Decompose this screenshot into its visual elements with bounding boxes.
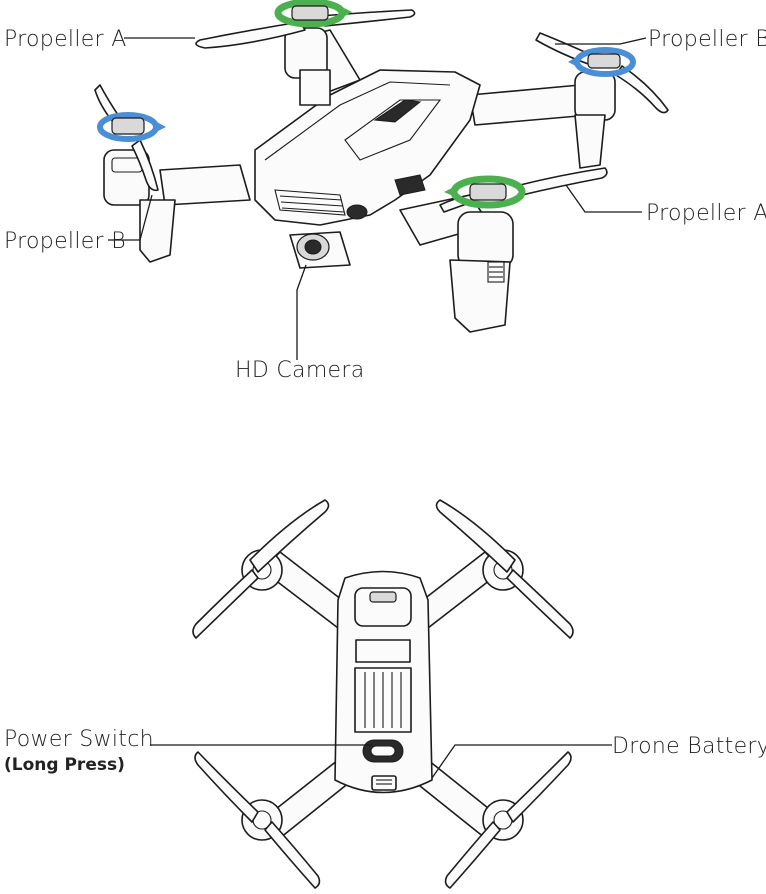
camera-housing bbox=[354, 587, 412, 627]
arm-front-left bbox=[159, 164, 251, 206]
label-long-press: (Long Press) bbox=[4, 755, 125, 775]
label-power-switch: Power Switch bbox=[4, 727, 154, 752]
propeller-b-rear-right bbox=[568, 47, 636, 77]
label-drone-battery: Drone Battery bbox=[612, 734, 766, 759]
propeller-blade bbox=[506, 569, 574, 639]
motor-front-right bbox=[449, 211, 514, 333]
motor-front-left bbox=[103, 149, 176, 263]
motor-rear-left bbox=[284, 27, 331, 106]
arrow-head-icon bbox=[568, 56, 580, 68]
drone-perspective-view bbox=[94, 0, 669, 333]
propeller-blade bbox=[319, 9, 416, 27]
hd-camera bbox=[289, 231, 351, 269]
propeller-blade bbox=[506, 751, 572, 823]
label-hd-camera: HD Camera bbox=[235, 358, 365, 383]
propeller-blade bbox=[192, 569, 259, 639]
label-propeller-a-top: Propeller A bbox=[4, 27, 127, 52]
drone-body bbox=[254, 69, 481, 226]
arrow-head-icon bbox=[338, 6, 352, 20]
propeller-a-rear-left bbox=[274, 0, 352, 28]
propeller-blade bbox=[615, 65, 669, 114]
propeller-blade bbox=[195, 21, 306, 49]
propeller-blade bbox=[131, 139, 159, 192]
arm-rear-right bbox=[469, 84, 591, 126]
battery-grille bbox=[354, 639, 412, 733]
power-switch[interactable] bbox=[362, 739, 404, 763]
arrow-head-icon bbox=[154, 121, 166, 133]
motor-rear-right bbox=[574, 71, 616, 169]
propeller-blade bbox=[264, 821, 321, 889]
callout-lines-bottom bbox=[150, 744, 612, 779]
propeller-blade bbox=[194, 751, 259, 823]
label-propeller-a-right: Propeller A bbox=[646, 201, 766, 226]
propeller-blade bbox=[519, 167, 608, 196]
propeller-blade bbox=[249, 499, 330, 573]
drone-battery-latch bbox=[371, 775, 397, 791]
drone-bottom-view bbox=[192, 499, 574, 889]
propeller-blade bbox=[435, 499, 516, 573]
propeller-a-front-right bbox=[444, 175, 526, 209]
callout-lines-top bbox=[108, 37, 647, 360]
label-propeller-b-top: Propeller B bbox=[648, 27, 766, 52]
propeller-blade bbox=[444, 821, 501, 889]
arrow-head-icon bbox=[444, 186, 458, 198]
propeller-b-front-left bbox=[97, 112, 166, 142]
label-propeller-b-left: Propeller B bbox=[4, 229, 126, 254]
